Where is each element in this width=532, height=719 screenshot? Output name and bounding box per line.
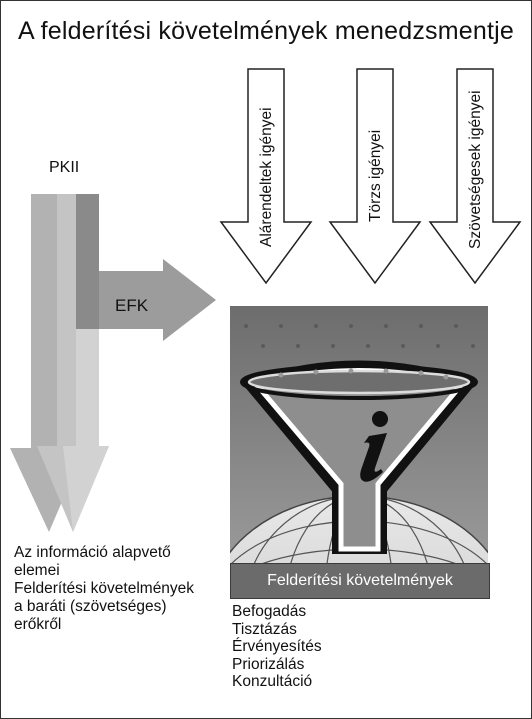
left-note-line: Felderítési követelmények: [14, 580, 195, 597]
arrow-label-3: Szövetségesek igényei: [467, 90, 484, 249]
arrow-label-2: Törzs igényei: [367, 129, 384, 222]
process-step: Befogadás: [232, 603, 307, 620]
efk-label: EFK: [115, 296, 149, 315]
input-arrow-2: [328, 68, 422, 285]
funnel-panel: [230, 306, 488, 564]
process-step: Priorizálás: [232, 655, 305, 673]
left-note-line: erőkről: [14, 616, 62, 633]
page-title: A felderítési követelmények menedzsmentj…: [18, 17, 514, 45]
arrow-label-1: Alárendeltek igényei: [258, 107, 275, 247]
process-step: Konzultáció: [232, 673, 313, 690]
pkii-arrow-group: [10, 194, 216, 532]
pkii-label: PKII: [49, 159, 80, 176]
process-step: Érvényesítés: [232, 638, 322, 655]
left-note-line: a baráti (szövetséges): [14, 598, 167, 615]
left-note-line: Az információ alapvető: [14, 544, 171, 561]
left-note-line: elemei: [14, 562, 60, 579]
process-steps: Befogadás Tisztázás Érvényesítés Prioriz…: [232, 603, 322, 691]
left-notes: Az információ alapvető elemei Felderítés…: [14, 544, 214, 634]
input-arrow-3: [428, 68, 522, 285]
process-step: Tisztázás: [232, 620, 297, 638]
requirements-bar: Felderítési követelmények: [230, 563, 490, 599]
input-arrow-1: [219, 68, 313, 285]
funnel-icon: [240, 360, 478, 554]
info-i-icon: [360, 411, 388, 482]
